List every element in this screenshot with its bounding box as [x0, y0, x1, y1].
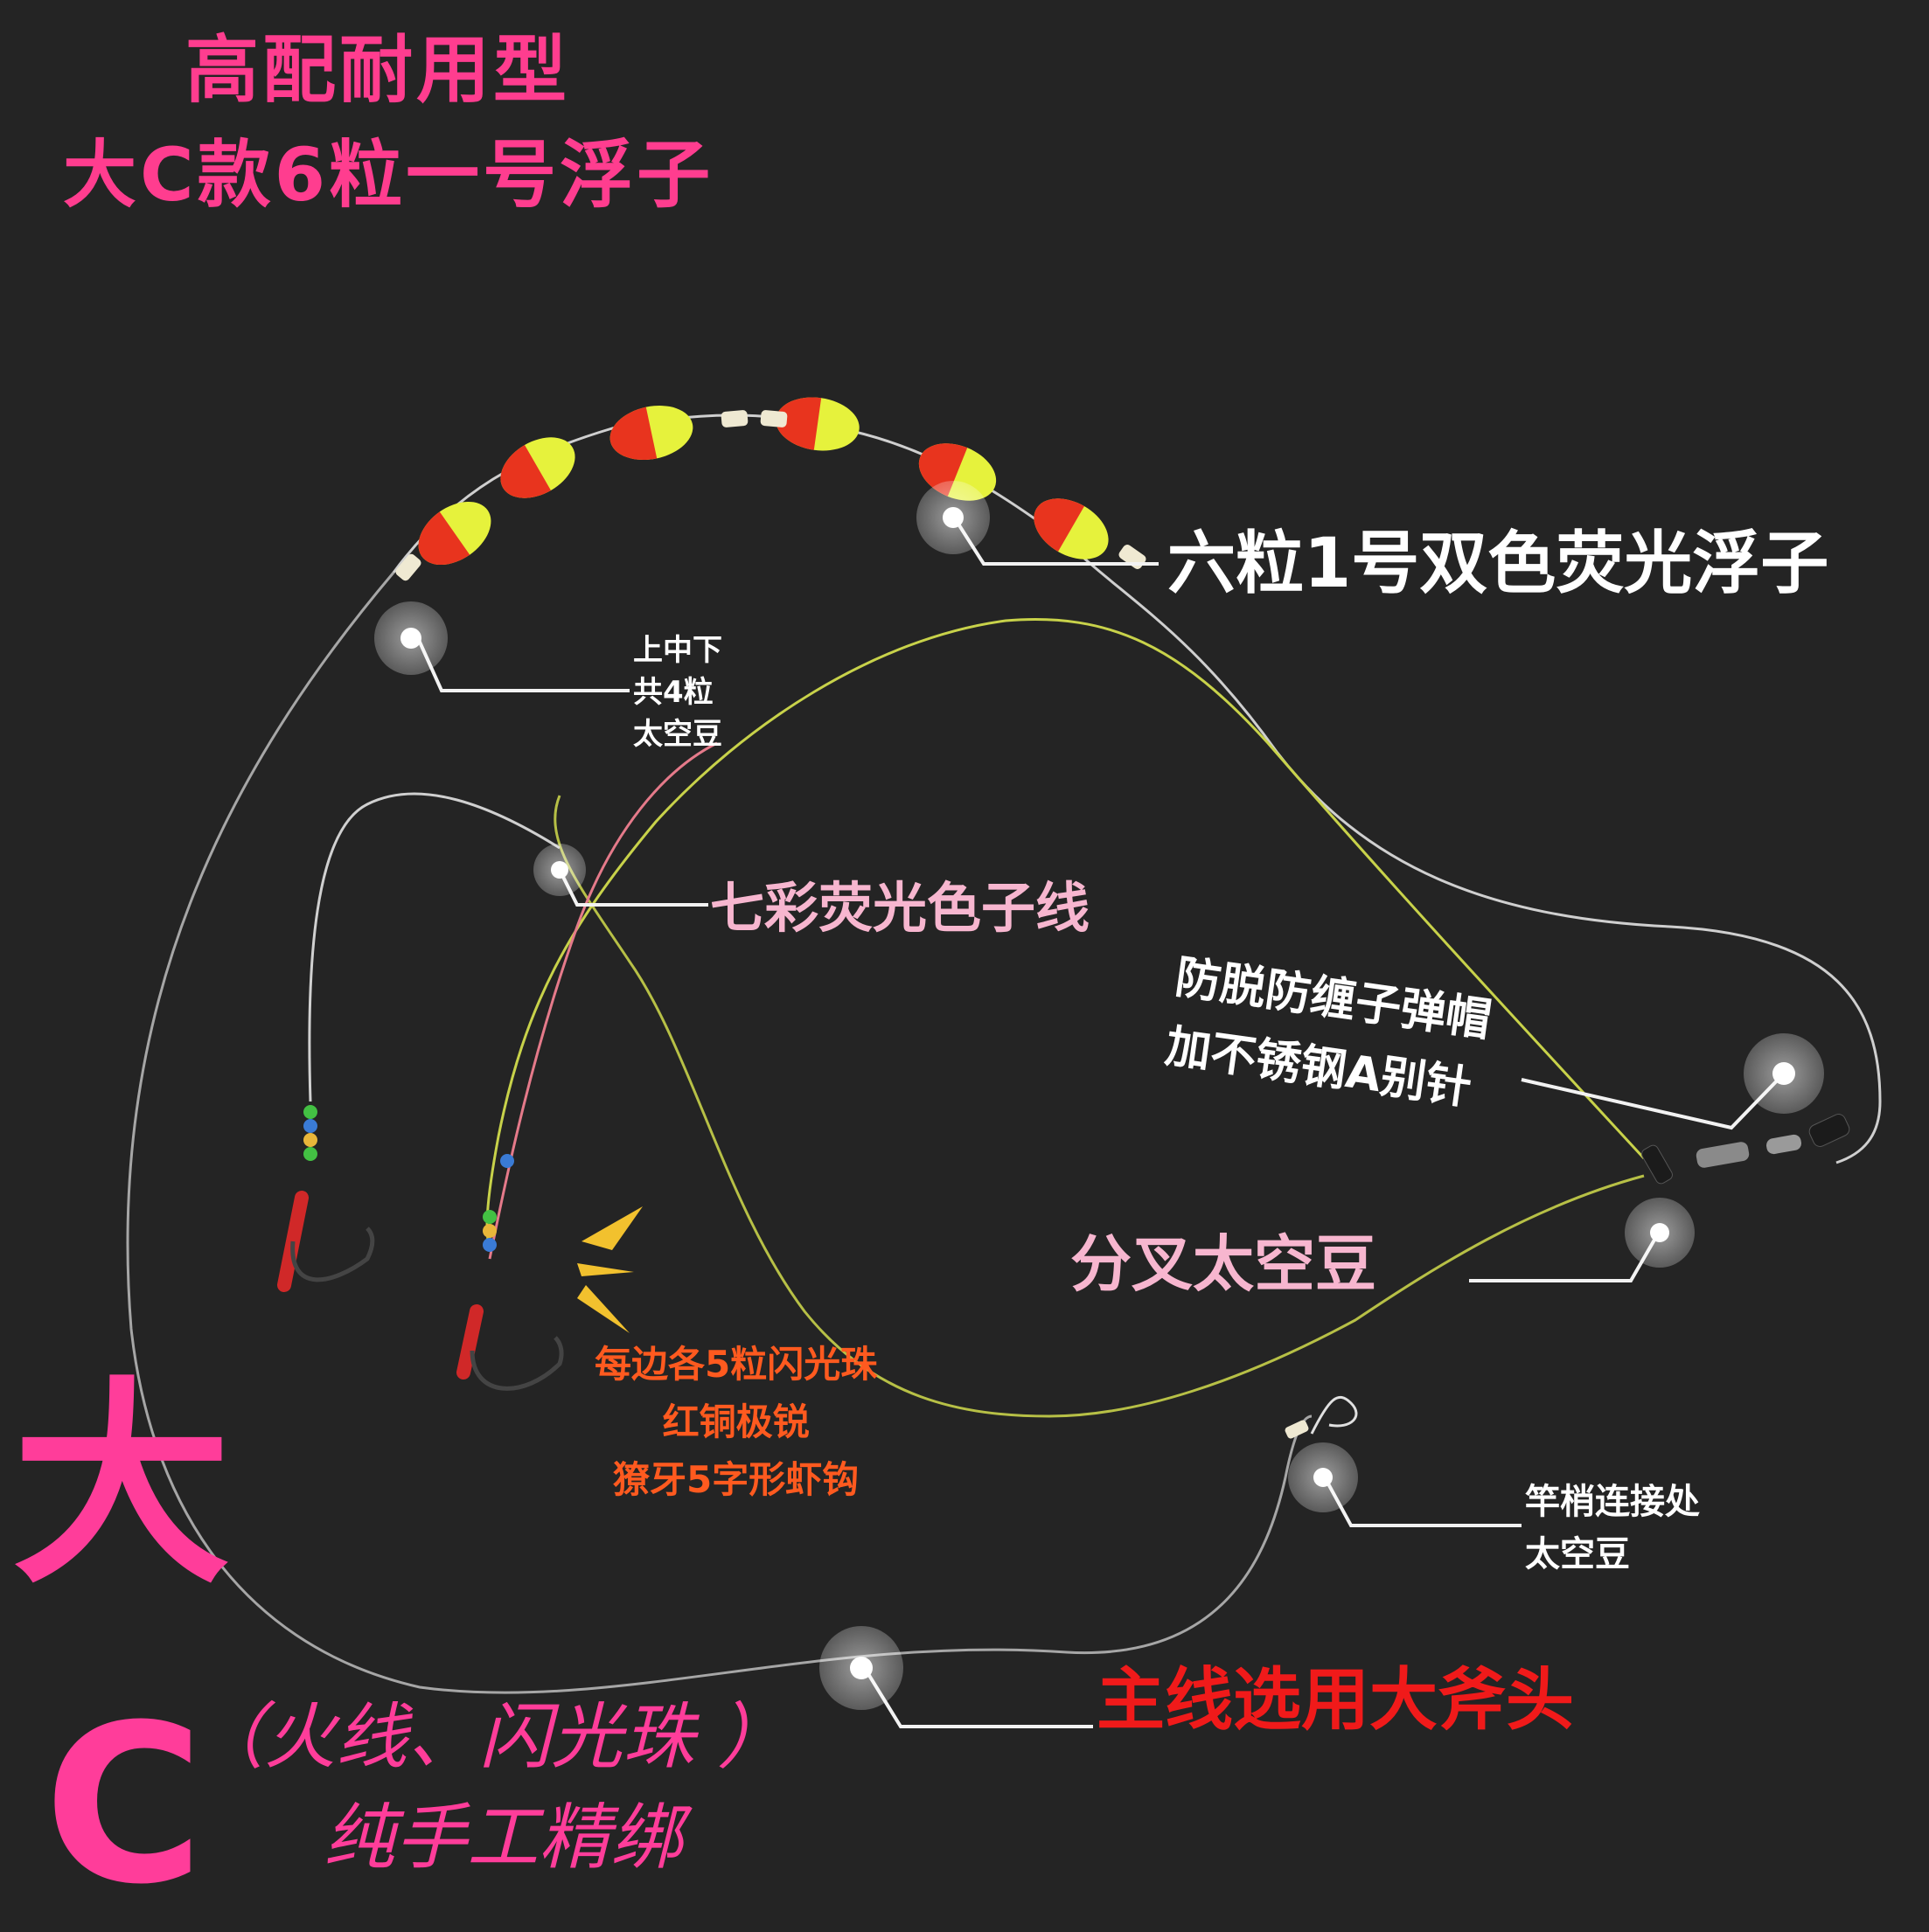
title-line2: 大C款6粒一号浮子	[63, 132, 714, 218]
left-hook-line	[308, 792, 561, 1102]
callout-rod-line1: 竿梢连接处	[1525, 1482, 1700, 1522]
callout-beans4: 上中下 共4粒 太空豆	[633, 629, 722, 755]
callout-dots	[374, 481, 1824, 1710]
callout-rod: 竿梢连接处 太空豆	[1525, 1476, 1700, 1581]
callout-beans4-line1: 上中下	[633, 633, 722, 668]
snap-swivel	[1641, 1114, 1850, 1185]
callout-fork: 分叉太空豆	[1070, 1228, 1376, 1300]
rod-tip-loop	[1310, 1396, 1358, 1435]
callout-mainline: 主线选用大斧头	[1097, 1661, 1575, 1740]
left-beads	[303, 1105, 317, 1161]
sparkle-mark	[577, 1206, 643, 1333]
callout-hooks-line3: 獠牙5字形虾钩	[613, 1458, 860, 1501]
main-line	[126, 572, 1313, 1694]
right-beads	[483, 1154, 514, 1252]
fluorescent-subline	[485, 618, 1646, 1251]
handwritten-line2: 纯手工精绑	[324, 1796, 682, 1880]
float-line	[392, 414, 1882, 1102]
float-line-return	[1835, 1101, 1882, 1164]
badge-c: C	[44, 1678, 205, 1932]
callout-beans4-line2: 共4粒	[633, 675, 714, 710]
badge-da: 大	[12, 1359, 231, 1613]
callout-hooks-line2: 红铜极锐	[662, 1400, 810, 1443]
callout-beans4-line3: 太空豆	[633, 717, 722, 752]
floats	[395, 397, 1146, 581]
callout-hooks-line1: 每边各5粒闪光珠	[595, 1343, 878, 1386]
callout-subline: 七彩荧光色子线	[710, 876, 1090, 940]
left-hook	[277, 1191, 375, 1292]
callout-floats: 六粒1号双色荧光浮子	[1167, 525, 1829, 603]
handwritten-line1: （火线、闪光珠 ）	[192, 1696, 790, 1779]
callout-hooks: 每边各5粒闪光珠 红铜极锐 獠牙5字形虾钩	[595, 1336, 877, 1509]
title-line1: 高配耐用型	[185, 27, 571, 113]
callout-rod-line2: 太空豆	[1525, 1534, 1630, 1574]
fluorescent-subline-2	[554, 795, 1645, 1418]
right-hook-line	[488, 741, 718, 1260]
right-hook	[456, 1304, 564, 1391]
rod-tip-bean	[1285, 1420, 1309, 1439]
